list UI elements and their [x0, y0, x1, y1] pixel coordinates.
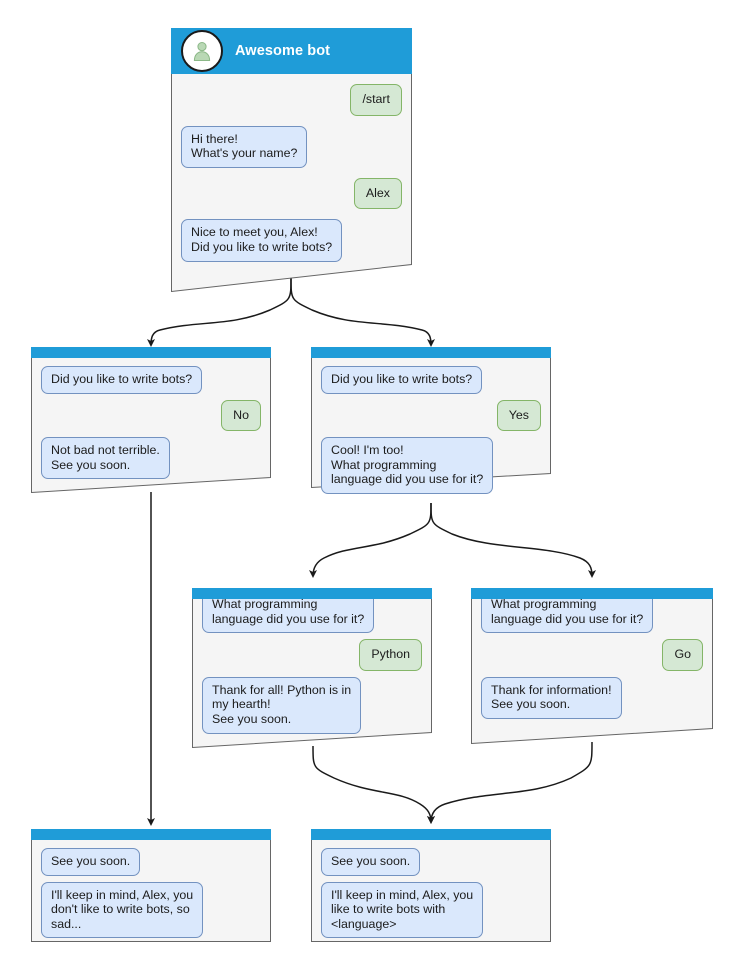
bot-message: See you soon.	[41, 848, 141, 876]
message-row: Thank for all! Python is in my hearth! S…	[202, 676, 422, 734]
bot-message: Did you like to write bots?	[41, 366, 203, 394]
user-message: Alex	[353, 177, 402, 210]
message-row: Hi there! What's your name?	[181, 125, 402, 168]
message-row: /start	[181, 84, 402, 116]
card-end-happy-header	[311, 829, 551, 840]
bot-message: I'll keep in mind, Alex, you like to wri…	[321, 881, 484, 939]
message-row: See you soon.	[321, 848, 541, 876]
edge-yes-to-python	[309, 502, 432, 578]
card-answer-python[interactable]: What programming language did you use fo…	[192, 588, 432, 748]
message-row: Nice to meet you, Alex! Did you like to …	[181, 219, 402, 262]
user-message: Yes	[496, 399, 541, 432]
bot-message: Nice to meet you, Alex! Did you like to …	[181, 219, 343, 262]
card-end-happy-chat: See you soon. I'll keep in mind, Alex, y…	[311, 840, 551, 948]
user-message: Go	[662, 639, 703, 671]
bot-message: Did you like to write bots?	[321, 366, 483, 394]
message-row: Cool! I'm too! What programming language…	[321, 437, 541, 494]
card-answer-go-chat: What programming language did you use fo…	[471, 591, 713, 729]
message-row: Yes	[321, 399, 541, 432]
message-row: Did you like to write bots?	[321, 366, 541, 394]
card-answer-go[interactable]: What programming language did you use fo…	[471, 588, 713, 744]
card-end-happy[interactable]: See you soon. I'll keep in mind, Alex, y…	[311, 829, 551, 942]
user-message: Python	[359, 639, 422, 671]
bot-message: Not bad not terrible. See you soon.	[41, 437, 170, 480]
edge-yes-to-go	[430, 502, 596, 578]
message-row: Python	[202, 639, 422, 671]
card-end-sad-chat: See you soon. I'll keep in mind, Alex, y…	[31, 840, 271, 948]
card-answer-go-header	[471, 588, 713, 599]
card-answer-no-header	[31, 347, 271, 358]
card-start-chat: /start Hi there! What's your name? Alex …	[171, 74, 412, 272]
bot-message: I'll keep in mind, Alex, you don't like …	[41, 881, 204, 939]
message-row: Thank for information! See you soon.	[481, 676, 703, 719]
bot-message: Hi there! What's your name?	[181, 125, 308, 168]
card-answer-yes[interactable]: Did you like to write bots? Yes Cool! I'…	[311, 347, 551, 494]
message-row: Go	[481, 639, 703, 671]
card-answer-no[interactable]: Did you like to write bots? No Not bad n…	[31, 347, 271, 493]
card-answer-python-clip: What programming language did you use fo…	[192, 588, 432, 748]
message-row: I'll keep in mind, Alex, you like to wri…	[321, 881, 541, 939]
user-message: /start	[350, 84, 402, 116]
card-start[interactable]: Awesome bot /start Hi there! What's your…	[171, 28, 412, 292]
bot-message: Cool! I'm too! What programming language…	[321, 437, 494, 494]
card-answer-yes-header	[311, 347, 551, 358]
card-start-header: Awesome bot	[171, 28, 412, 74]
card-answer-yes-chat: Did you like to write bots? Yes Cool! I'…	[311, 358, 551, 504]
card-answer-no-chat: Did you like to write bots? No Not bad n…	[31, 358, 271, 489]
edge-python-to-end-happy	[312, 745, 435, 824]
edge-go-to-end-happy	[427, 741, 593, 824]
bot-message: Thank for all! Python is in my hearth! S…	[202, 676, 362, 734]
bot-title: Awesome bot	[235, 43, 331, 59]
message-row: I'll keep in mind, Alex, you don't like …	[41, 881, 261, 939]
message-row: See you soon.	[41, 848, 261, 876]
card-answer-python-header	[192, 588, 432, 599]
person-avatar-icon	[181, 30, 223, 72]
bot-message: Thank for information! See you soon.	[481, 676, 622, 719]
user-message: No	[221, 399, 261, 432]
message-row: No	[41, 399, 261, 432]
card-end-sad[interactable]: See you soon. I'll keep in mind, Alex, y…	[31, 829, 271, 942]
message-row: Did you like to write bots?	[41, 366, 261, 394]
card-end-sad-header	[31, 829, 271, 840]
message-row: Not bad not terrible. See you soon.	[41, 437, 261, 480]
card-answer-python-chat: What programming language did you use fo…	[192, 591, 432, 744]
card-answer-go-clip: What programming language did you use fo…	[471, 588, 713, 744]
bot-message: See you soon.	[321, 848, 421, 876]
message-row: Alex	[181, 177, 402, 210]
